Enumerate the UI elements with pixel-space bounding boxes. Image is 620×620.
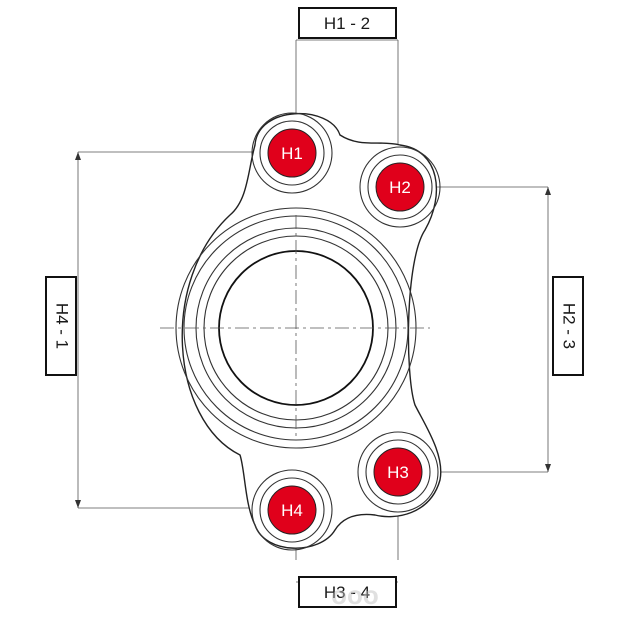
dimension-right: H2 - 3 <box>552 276 584 376</box>
watermark: ooo <box>331 580 379 610</box>
hole-h4-marker <box>267 485 317 535</box>
hole-h3: H3 <box>373 447 423 497</box>
hole-h2-label: H2 <box>389 178 411 197</box>
dimension-top-label: H1 - 2 <box>324 14 370 33</box>
hole-bosses <box>251 112 441 551</box>
hole-h2-marker <box>375 162 425 212</box>
hole-h2: H2 <box>375 162 425 212</box>
dimension-bottom-label: H3 - 4 <box>324 583 370 602</box>
hole-h3-marker <box>373 447 423 497</box>
dimension-bottom: H3 - 4 <box>298 576 397 608</box>
hole-h4: H4 <box>267 485 317 535</box>
dimension-top: H1 - 2 <box>298 7 397 39</box>
hole-h1-label: H1 <box>281 144 303 163</box>
dimension-left-label: H4 - 1 <box>53 303 72 349</box>
hole-h1-marker <box>267 128 317 178</box>
dimension-right-label: H2 - 3 <box>560 303 579 349</box>
central-bore <box>160 207 430 449</box>
dimension-left: H4 - 1 <box>45 276 77 376</box>
hole-h3-label: H3 <box>387 463 409 482</box>
hole-h1: H1 <box>267 128 317 178</box>
hole-h4-label: H4 <box>281 501 303 520</box>
